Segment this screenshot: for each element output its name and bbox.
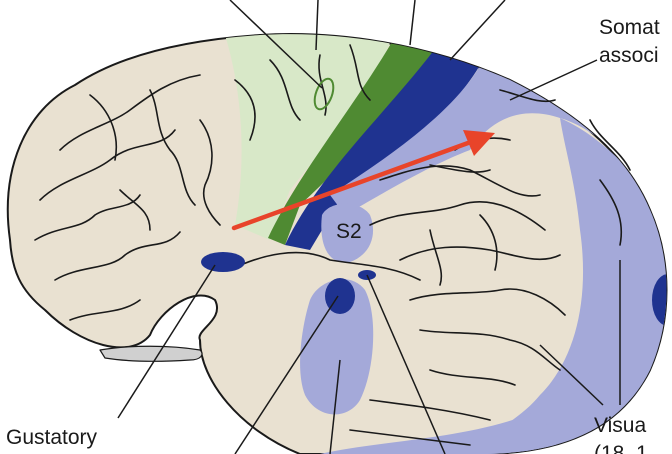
gustatory-label: Gustatory bbox=[6, 426, 98, 449]
inferior-temporal-strip bbox=[320, 410, 560, 454]
somatic-label-line1: Somat bbox=[599, 16, 660, 39]
primary-visual-spot bbox=[652, 274, 667, 326]
visual-label-line2: (18, 1 bbox=[594, 442, 648, 454]
leader-lines bbox=[117, 0, 621, 454]
dark-green-region bbox=[268, 34, 445, 245]
frontal-eye-field-outline bbox=[313, 77, 335, 111]
red-arrow bbox=[231, 130, 495, 231]
light-green-region bbox=[225, 34, 395, 240]
visual-label-line1: Visua bbox=[594, 414, 647, 437]
visual-region bbox=[460, 118, 667, 454]
s2-region bbox=[321, 203, 374, 263]
auditory-region bbox=[300, 279, 374, 415]
s2-label: S2 bbox=[336, 220, 362, 243]
brain-folds bbox=[34, 44, 631, 446]
somatic-label-line2: associ bbox=[599, 44, 659, 67]
gustatory-spot bbox=[201, 252, 245, 272]
